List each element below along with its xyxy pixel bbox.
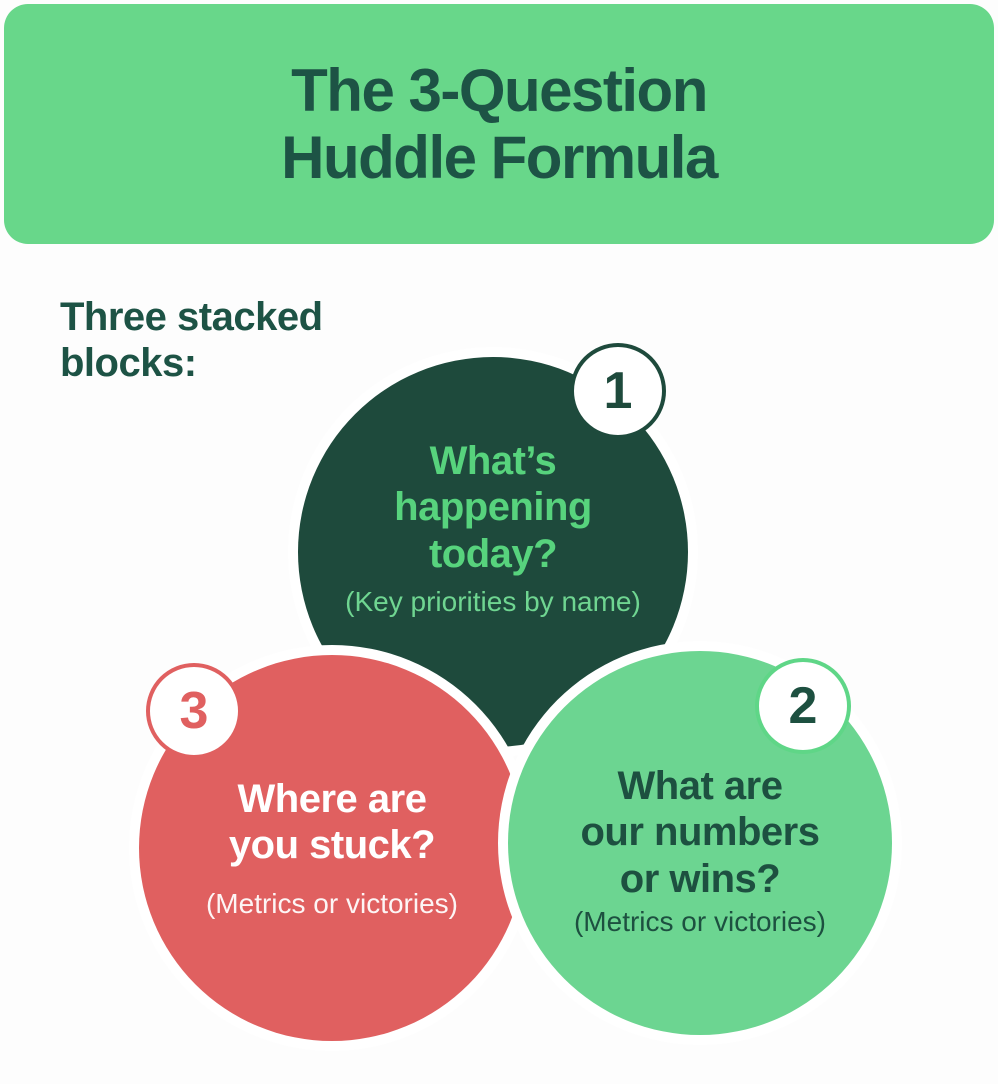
badge-number-1: 1 xyxy=(570,343,666,439)
page-title-line-1: The 3-Question xyxy=(291,56,708,124)
circle-2-subtext: (Metrics or victories) xyxy=(573,906,826,937)
circle-1-question-line-1: What’s xyxy=(429,439,557,483)
circle-2-question-line-1: What are xyxy=(617,764,783,808)
circle-3-question-line-1: Where are xyxy=(237,777,427,821)
circle-3-question: Where are you stuck? xyxy=(139,776,525,869)
circle-2-question: What are our numbers or wins? xyxy=(508,763,892,902)
badge-number-3: 3 xyxy=(146,663,242,759)
circle-2-question-line-2: our numbers xyxy=(580,810,820,855)
circle-1-question-line-3: today? xyxy=(428,531,558,576)
page-title-line-2: Huddle Formula xyxy=(281,124,718,191)
circle-2-question-line-3: or wins? xyxy=(619,856,781,901)
circle-3-subtext: (Metrics or victories) xyxy=(205,888,458,919)
intro-label: Three stacked blocks: xyxy=(60,295,323,385)
circle-1-subtext: (Key priorities by name) xyxy=(345,586,641,617)
circle-1-question-line-2: happening xyxy=(394,485,592,530)
circle-1-question: What’s happening today? xyxy=(298,438,688,577)
circle-3-question-line-2: you stuck? xyxy=(228,823,436,868)
header-banner: The 3-Question Huddle Formula xyxy=(4,4,994,244)
badge-number-2: 2 xyxy=(755,658,851,754)
